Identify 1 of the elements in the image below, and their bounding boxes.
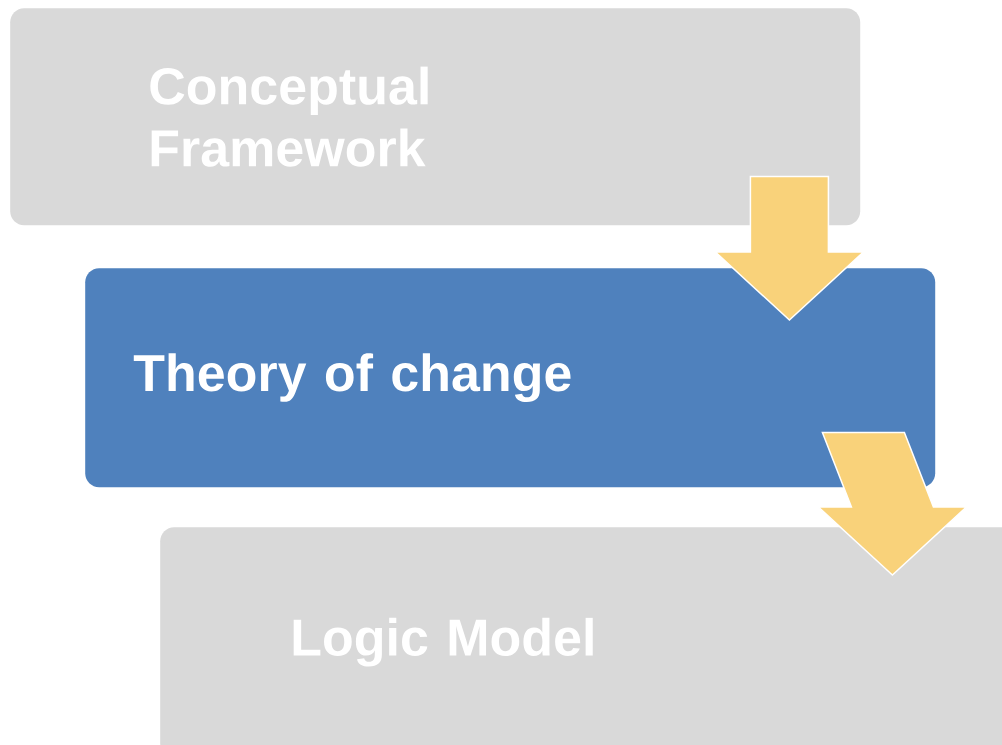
process-box: Theory of change <box>85 268 936 488</box>
